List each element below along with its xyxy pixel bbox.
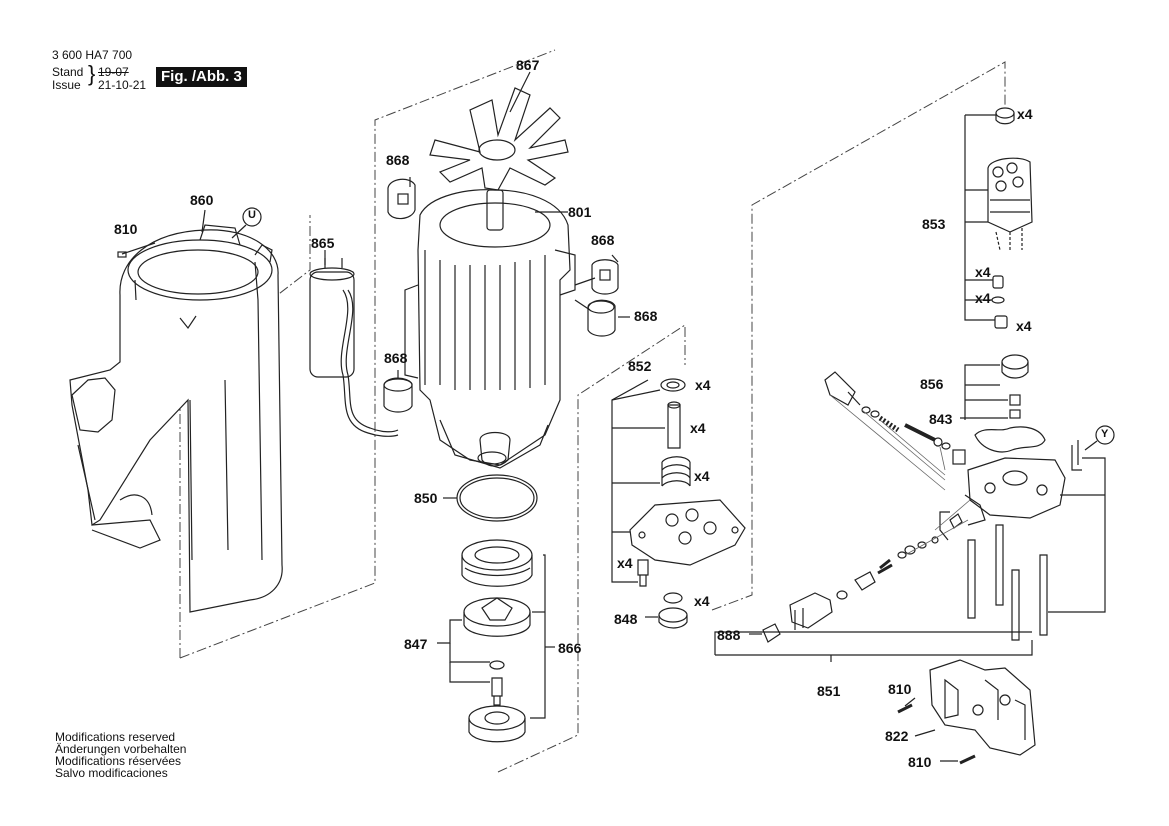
callout-u-circle <box>242 207 262 227</box>
callout-847: 847 <box>404 636 428 652</box>
callout-853: 853 <box>922 216 946 232</box>
damper-right-mid <box>587 299 616 337</box>
unloader-valve <box>1001 354 1029 419</box>
callout-868-right: 868 <box>591 232 615 248</box>
outlet-fitting <box>824 371 880 418</box>
callout-810-upper: 810 <box>888 681 912 697</box>
damper-top-left <box>387 178 416 220</box>
callout-y: Y <box>1101 428 1109 440</box>
stand-date: 19-07 <box>98 65 129 79</box>
pump-seal-ring <box>660 378 686 392</box>
qty-x4-cap: x4 <box>1017 106 1033 122</box>
gasket-843 <box>974 426 1046 453</box>
cam-disc <box>463 597 531 637</box>
inlet-connector <box>789 592 833 630</box>
damper-left-mid <box>383 377 413 413</box>
brace-icon: } <box>88 61 96 86</box>
callout-810: 810 <box>114 221 138 237</box>
callout-865: 865 <box>311 235 335 251</box>
callout-801: 801 <box>568 204 592 220</box>
pump-flange <box>629 499 746 566</box>
callout-888: 888 <box>717 627 741 643</box>
issue-label: Issue <box>52 78 81 92</box>
notice-line-en: Modifications reserved <box>55 730 176 744</box>
screw-847 <box>491 677 503 706</box>
qty-x4-seal: x4 <box>695 377 711 393</box>
modifications-notice: Modifications reserved Änderungen vorbeh… <box>55 731 186 779</box>
callout-810-lower: 810 <box>908 754 932 770</box>
pressure-spring <box>878 415 900 433</box>
issue-date: 21-10-21 <box>98 78 147 92</box>
long-bolts <box>967 524 1048 641</box>
cooling-fan <box>429 71 569 191</box>
qty-x4-rod: x4 <box>690 420 706 436</box>
callout-868-left: 868 <box>384 350 408 366</box>
check-valve-848 <box>658 592 688 629</box>
callout-u: U <box>248 209 256 221</box>
callout-868-top: 868 <box>386 152 410 168</box>
notice-line-de: Änderungen vorbehalten <box>55 742 187 756</box>
damper-right-top <box>591 259 619 295</box>
figure-label: Fig. /Abb. 3 <box>156 67 247 87</box>
qty-x4-seat: x4 <box>1016 318 1032 334</box>
qty-x4-spring: x4 <box>694 468 710 484</box>
filter-888 <box>762 623 781 643</box>
callout-868-right-lower: 868 <box>634 308 658 324</box>
callout-860: 860 <box>190 192 214 208</box>
doc-number: 3 600 HA7 700 <box>52 48 133 62</box>
screw-810-c <box>940 754 976 765</box>
qty-x4-spring-small: x4 <box>975 264 991 280</box>
valve-oring-small <box>991 296 1005 304</box>
capacitor <box>309 258 399 437</box>
valve-housing <box>987 157 1033 251</box>
o-ring-850 <box>456 474 538 522</box>
callout-848: 848 <box>614 611 638 627</box>
qty-x4-valve: x4 <box>694 593 710 609</box>
callout-y-circle <box>1095 425 1115 445</box>
motor-housing <box>69 224 283 613</box>
callout-856: 856 <box>920 376 944 392</box>
bearing-lower <box>468 705 526 743</box>
flange-screw <box>637 559 649 587</box>
dashdot-boundaries <box>179 49 1006 773</box>
valve-cap-top <box>995 107 1015 125</box>
callout-852: 852 <box>628 358 652 374</box>
valve-spring-small <box>992 275 1004 289</box>
piston-rod <box>667 401 681 449</box>
notice-line-es: Salvo modificaciones <box>55 766 168 780</box>
callout-822: 822 <box>885 728 909 744</box>
callout-843: 843 <box>929 411 953 427</box>
callout-867: 867 <box>516 57 540 73</box>
qty-x4-oring-small: x4 <box>975 290 991 306</box>
inlet-parts <box>836 511 963 600</box>
valve-seat-small <box>994 315 1008 329</box>
notice-line-fr: Modifications réservées <box>55 754 182 768</box>
qty-x4-screw: x4 <box>617 555 633 571</box>
callout-866: 866 <box>558 640 582 656</box>
washer-847 <box>489 660 505 670</box>
mounting-bracket <box>929 659 1036 756</box>
bearing-plate <box>461 539 533 587</box>
piston-spring <box>661 456 691 487</box>
screw-810-b <box>897 697 916 714</box>
pump-head <box>964 457 1066 526</box>
motor-assembly <box>404 189 576 469</box>
control-pin <box>904 423 966 465</box>
stand-label: Stand <box>52 65 84 79</box>
callout-851: 851 <box>817 683 841 699</box>
callout-850: 850 <box>414 490 438 506</box>
